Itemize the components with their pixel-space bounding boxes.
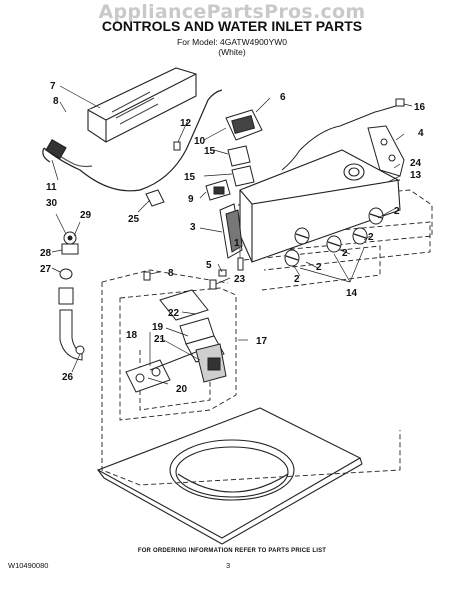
timer-part <box>225 109 263 141</box>
inlet-cover <box>87 67 197 143</box>
document-number: W10490080 <box>8 561 49 570</box>
callout-label: 14 <box>346 288 358 299</box>
callout-label: 23 <box>234 274 246 285</box>
callout-label: 17 <box>256 336 268 347</box>
callout-label: 15 <box>184 172 196 183</box>
callout-label: 29 <box>80 210 92 221</box>
callout-label: 27 <box>40 264 52 275</box>
callout-label: 15 <box>204 146 216 157</box>
ordering-info-note: FOR ORDERING INFORMATION REFER TO PARTS … <box>137 548 327 554</box>
callout-label: 2 <box>316 262 322 273</box>
callout-label: 11 <box>46 182 57 193</box>
callout-label: 10 <box>194 136 206 147</box>
callout-label: 19 <box>152 322 164 333</box>
callout-label: 25 <box>128 214 140 225</box>
callout-label: 13 <box>410 170 422 181</box>
screw-parts <box>143 141 244 290</box>
callout-label: 2 <box>368 232 374 243</box>
callout-label: 6 <box>280 92 286 103</box>
callout-label: 20 <box>176 384 188 395</box>
wire-harness <box>281 98 405 171</box>
washer-top-panel <box>96 407 363 545</box>
model-info: For Model: 4GATW4900YW0 (White) <box>0 37 464 57</box>
callout-label: 8 <box>168 268 174 279</box>
watermark: AppliancePartsPros.com <box>98 1 366 23</box>
callout-label: 22 <box>168 308 180 319</box>
callout-label: 30 <box>46 198 58 209</box>
leader-lines <box>51 85 413 385</box>
control-cover <box>219 203 243 259</box>
callout-label: 5 <box>206 260 212 271</box>
clip-part <box>145 189 165 207</box>
inlet-hose <box>58 231 85 361</box>
water-valve-assembly <box>125 289 227 393</box>
model-number: For Model: 4GATW4900YW0 <box>177 37 287 47</box>
callout-labels: 7 8 11 30 29 28 27 26 25 12 10 6 15 15 9… <box>40 81 426 395</box>
console-knobs <box>284 207 384 267</box>
callout-label: 2 <box>342 248 348 259</box>
page-number: 3 <box>226 561 231 570</box>
callout-label: 2 <box>394 206 400 217</box>
callout-label: 7 <box>50 81 56 92</box>
model-color: (White) <box>218 47 246 57</box>
callout-label: 24 <box>410 158 422 169</box>
console-backguard <box>239 149 401 263</box>
switch-parts <box>205 145 255 201</box>
callout-label: 3 <box>190 222 196 233</box>
callout-label: 2 <box>294 274 300 285</box>
callout-label: 9 <box>188 194 194 205</box>
callout-label: 1 <box>234 238 240 249</box>
harness-11 <box>42 89 223 192</box>
bracket-part <box>367 125 405 177</box>
page-title: CONTROLS AND WATER INLET PARTS <box>101 18 363 34</box>
callout-label: 12 <box>180 118 192 129</box>
callout-label: 4 <box>418 128 424 139</box>
callout-label: 16 <box>414 102 426 113</box>
callout-label: 26 <box>62 372 74 383</box>
callout-label: 21 <box>154 334 166 345</box>
callout-label: 18 <box>126 330 138 341</box>
callout-label: 8 <box>53 96 59 107</box>
callout-label: 28 <box>40 248 52 259</box>
